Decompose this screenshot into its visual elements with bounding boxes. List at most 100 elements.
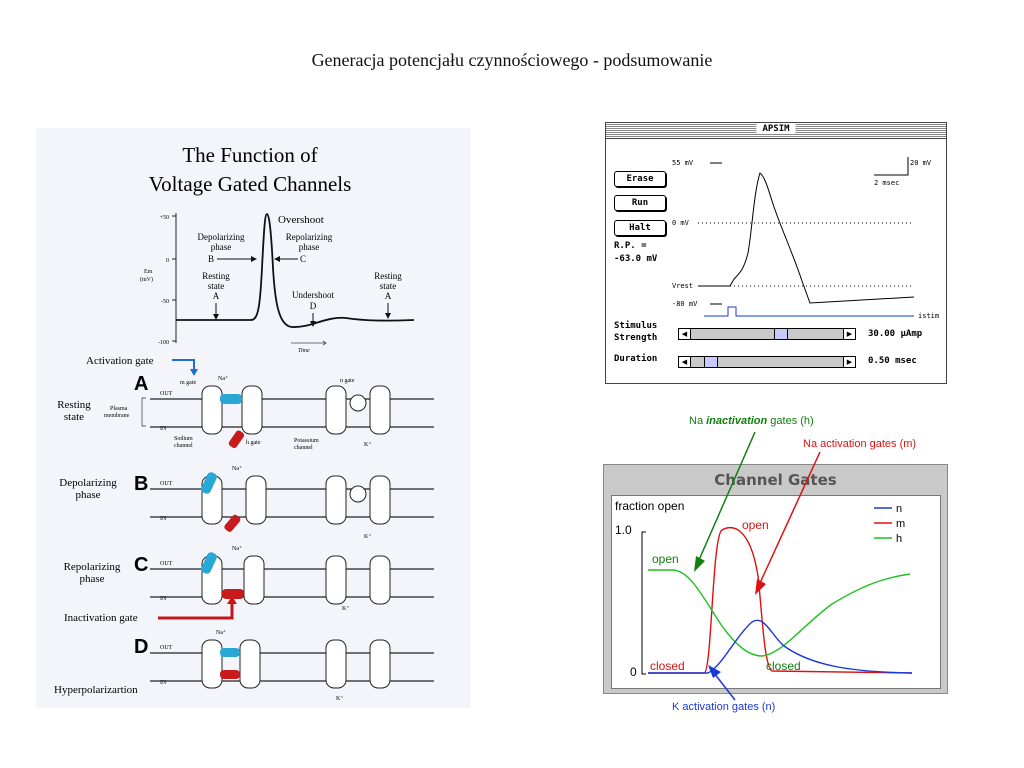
cg-ylabel: fraction open — [615, 499, 684, 513]
row-b-k: K⁺ — [364, 533, 372, 540]
tick-minus50: -50 — [161, 299, 169, 305]
duration-label: Duration — [614, 354, 658, 364]
row-c: C Repolarizing phase OUT IN Na⁺ K⁺ — [64, 545, 434, 612]
slider-left-arrow[interactable]: ◀ — [679, 357, 691, 367]
slide-title: Generacja potencjału czynnościowego - po… — [311, 50, 713, 70]
apsim-istim-trace — [704, 306, 914, 317]
row-b: B Depolarizing phase OUT IN Na⁺ K⁺ — [59, 465, 434, 540]
slider-left-arrow[interactable]: ◀ — [679, 329, 691, 339]
row-a-letter: A — [134, 373, 148, 395]
row-d-name1: Hyperpolarizartion — [54, 684, 138, 696]
rp-label: R.P. = — [614, 241, 647, 251]
stimulus-value: 30.00 μAmp — [868, 329, 923, 339]
legend-m: m — [896, 518, 905, 530]
row-b-letter: B — [134, 473, 148, 495]
row-d-in: IN — [160, 680, 167, 686]
row-a-h-gate: h gate — [246, 440, 261, 446]
row-d: D Hyperpolarizartion OUT IN Na⁺ K⁺ — [54, 629, 434, 702]
label-repol-2: phase — [299, 242, 320, 252]
row-c-na: Na⁺ — [232, 545, 242, 552]
row-a-in: IN — [160, 426, 167, 432]
label-under-2: D — [310, 301, 317, 311]
row-d-out: OUT — [160, 645, 173, 651]
row-b-name2: phase — [75, 489, 100, 501]
label-depol-2: phase — [211, 242, 232, 252]
callout-na-activation: Na activation gates (m) — [803, 438, 917, 450]
row-b-out: OUT — [160, 481, 173, 487]
slider-right-arrow[interactable]: ▶ — [843, 329, 855, 339]
label-repol-1: Repolarizing — [286, 232, 333, 242]
row-c-out: OUT — [160, 561, 173, 567]
row-a-k: K⁺ — [364, 441, 372, 448]
duration-value: 0.50 msec — [868, 356, 917, 366]
row-a-sodium2: channel — [174, 443, 193, 449]
callout-na-inactivation: Na inactivation gates (h) — [689, 415, 814, 427]
row-c-name2: phase — [79, 573, 104, 585]
label-rest2-3: A — [385, 291, 392, 301]
inactivation-gate-label: Inactivation gate — [64, 612, 138, 624]
callout-na-inact-2: inactivation — [706, 415, 768, 427]
channel-gates-window: Channel Gates fraction open 1.0 0 n m h … — [603, 464, 948, 694]
label-rest1-2: state — [208, 281, 225, 291]
row-a-n-gate: n gate — [340, 378, 355, 384]
stimulus-label-2: Strength — [614, 333, 658, 343]
slider-right-arrow[interactable]: ▶ — [843, 357, 855, 367]
label-minus80mv: -80 mV — [672, 300, 698, 308]
callout-k-activation: K activation gates (n) — [672, 701, 776, 713]
curve-n — [648, 619, 913, 674]
annot-open-h: open — [652, 552, 679, 566]
label-rest2-1: Resting — [374, 271, 402, 281]
row-a-name2: state — [64, 411, 84, 423]
row-a-plasma2: membrane — [104, 413, 130, 419]
ylabel-em: Em — [144, 269, 153, 275]
halt-button[interactable]: Halt — [614, 220, 666, 236]
figure-title-line2: Voltage Gated Channels — [149, 172, 352, 196]
cg-y-bottom: 0 — [630, 665, 637, 679]
erase-button[interactable]: Erase — [614, 171, 666, 187]
label-rest1-1: Resting — [202, 271, 230, 281]
row-c-name1: Repolarizing — [64, 561, 121, 573]
legend-h: h — [896, 533, 902, 545]
label-rest1-3: A — [213, 291, 220, 301]
stimulus-slider[interactable]: ◀ ▶ — [678, 328, 856, 340]
row-a-plasma1: Plasma — [110, 406, 128, 412]
cg-y-top: 1.0 — [615, 523, 632, 537]
action-potential-graph: +50 0 -50 -100 Em (mV) Time Overshoot De… — [140, 213, 415, 354]
run-button[interactable]: Run — [614, 195, 666, 211]
apsim-titlebar: APSIM — [606, 123, 946, 139]
activation-gate-label: Activation gate — [86, 355, 154, 367]
channel-gates-title: Channel Gates — [714, 471, 837, 489]
duration-slider[interactable]: ◀ ▶ — [678, 356, 856, 368]
inactivation-gate-arrow — [158, 600, 234, 620]
curve-h — [648, 569, 911, 657]
callout-na-inact-3: gates (h) — [767, 415, 814, 427]
label-0mv: 0 mV — [672, 219, 690, 227]
row-c-k: K⁺ — [342, 605, 350, 612]
curve-m — [648, 526, 913, 674]
apsim-trace: 55 mV 0 mV Vrest -80 mV istim 20 mV 2 ms… — [672, 157, 939, 320]
tick-zero: 0 — [166, 258, 169, 264]
apsim-action-potential — [698, 172, 915, 304]
row-b-name1: Depolarizing — [59, 477, 117, 489]
channel-gates-plot: fraction open 1.0 0 n m h open open clos… — [611, 495, 941, 689]
row-d-letter: D — [134, 636, 148, 658]
stimulus-slider-thumb[interactable] — [774, 329, 788, 339]
tick-minus100: -100 — [158, 340, 169, 346]
row-a-potassium1: Potassium — [294, 438, 319, 444]
label-repol-3: C — [300, 254, 306, 264]
row-a-m-gate: m gate — [180, 380, 196, 386]
row-d-na: Na⁺ — [216, 629, 226, 636]
row-b-in: IN — [160, 516, 167, 522]
label-55mv: 55 mV — [672, 159, 694, 167]
callout-na-inact-1: Na — [689, 415, 707, 427]
annot-open-m: open — [742, 518, 769, 532]
legend-n: n — [896, 503, 902, 515]
row-a-out: OUT — [160, 391, 173, 397]
activation-gate-arrow — [172, 359, 195, 372]
row-a-name1: Resting — [57, 399, 91, 411]
row-a: A Resting state Plasma membrane OUT IN m… — [57, 373, 434, 451]
duration-slider-thumb[interactable] — [704, 357, 718, 367]
label-rest2-2: state — [380, 281, 397, 291]
row-d-k: K⁺ — [336, 695, 344, 702]
row-c-letter: C — [134, 554, 148, 576]
